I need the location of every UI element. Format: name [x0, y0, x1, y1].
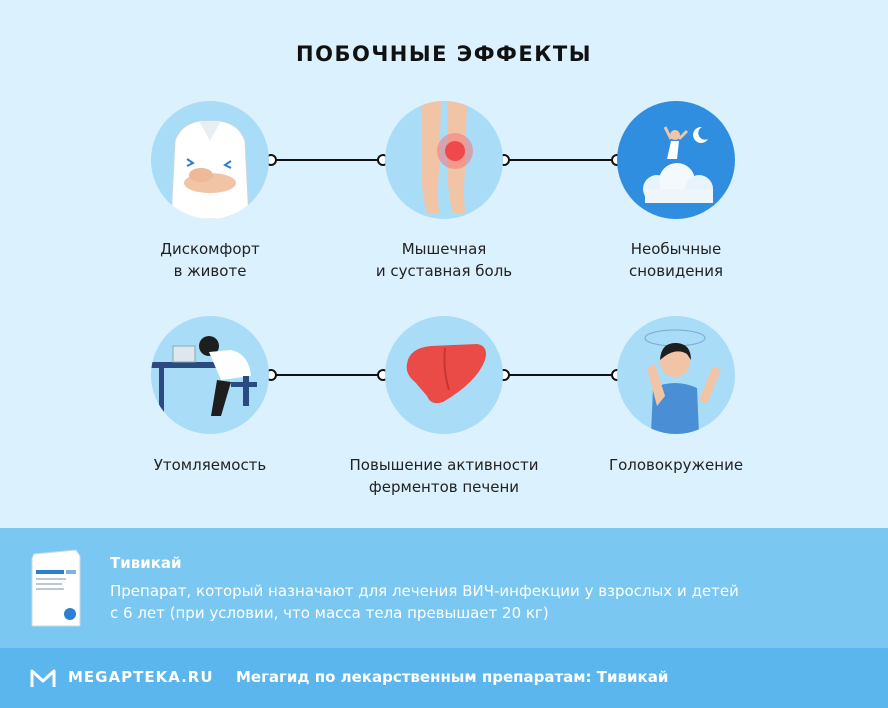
product-band: Тивикай Препарат, который назначают для … — [0, 528, 888, 648]
liver-icon — [385, 316, 503, 434]
dizziness-label: Головокружение — [608, 456, 744, 474]
dizziness-icon — [617, 316, 735, 434]
megapteka-logo-text[interactable]: MEGAPTEKA.RU — [68, 668, 214, 686]
fatigue-label: Утомляемость — [153, 456, 267, 474]
product-description: Препарат, который назначают для лечения … — [110, 582, 739, 622]
dreams-icon — [617, 101, 735, 219]
fatigue-icon — [151, 316, 269, 434]
product-box-image — [31, 549, 81, 627]
joint-pain-icon — [385, 101, 503, 219]
footer-band: MEGAPTEKA.RU Мегагид по лекарственным пр… — [0, 648, 888, 708]
liver-label: Повышение активности ферментов печени — [349, 456, 539, 496]
page-title: ПОБОЧНЫЕ ЭФФЕКТЫ — [296, 42, 592, 66]
dreams-label: Необычные сновидения — [629, 240, 723, 280]
footer-caption: Мегагид по лекарственным препаратам: Тив… — [236, 668, 669, 686]
product-name: Тивикай — [110, 554, 182, 572]
joint-pain-label: Мышечная и суставная боль — [375, 240, 513, 280]
stomach-pain-icon — [151, 101, 269, 219]
megapteka-logo-icon — [30, 669, 56, 687]
stomach-pain-label: Дискомфорт в животе — [160, 240, 260, 280]
